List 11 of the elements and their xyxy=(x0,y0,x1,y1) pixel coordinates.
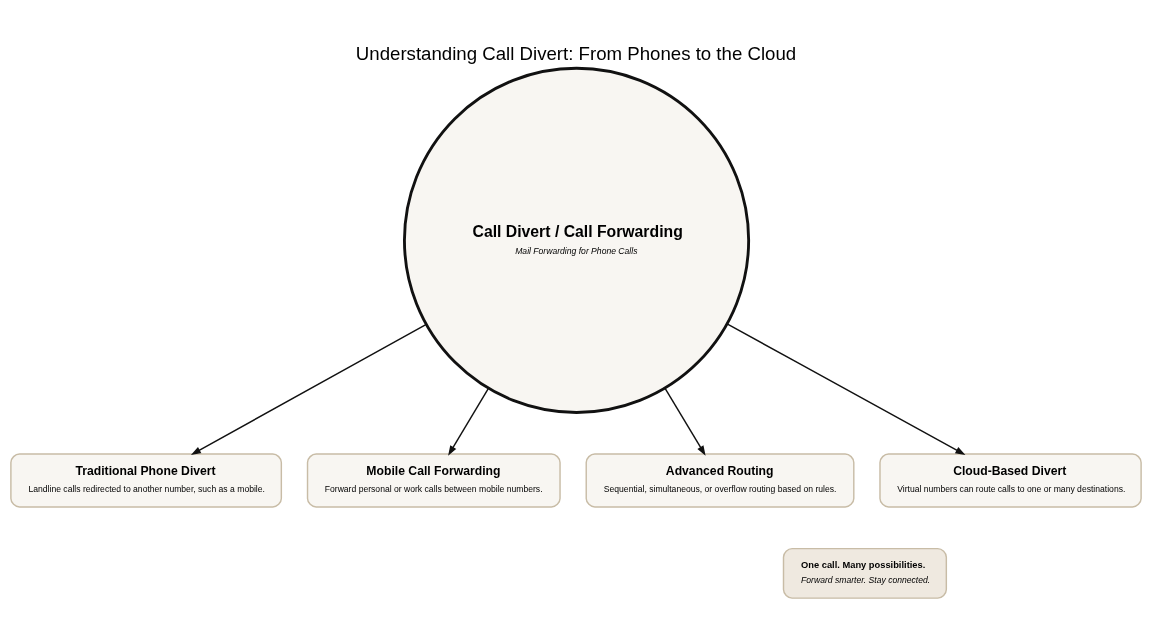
node-box: Cloud-Based Divert Virtual numbers can route calls to one or many destinations. xyxy=(879,453,1142,508)
node-box: Advanced Routing Sequential, simultaneous, or overflow routing based on rules. xyxy=(585,453,855,508)
arrow xyxy=(190,323,427,455)
arrow xyxy=(726,323,966,455)
diagram-title: Understanding Call Divert: From Phones to the Cloud xyxy=(355,42,797,64)
node-box: Traditional Phone Divert Landline calls redirected to another number, such as a mobile. xyxy=(10,453,283,508)
node-circle: Call Divert / Call Forwarding Mail Forwarding for Phone Calls xyxy=(403,66,751,414)
arrow xyxy=(664,387,706,456)
arrow xyxy=(448,387,490,456)
node-box: Mobile Call Forwarding Forward personal or work calls between mobile numbers. xyxy=(306,453,561,508)
node-box: One call. Many possibilities. Forward smarter. Stay connected. xyxy=(782,547,948,599)
